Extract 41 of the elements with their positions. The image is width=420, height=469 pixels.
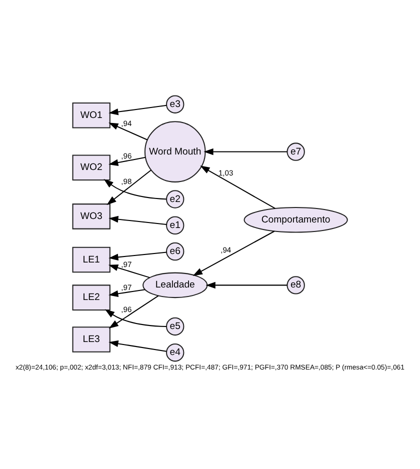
node-box: WO2 [72, 154, 110, 180]
edge-label: ,96 [121, 151, 132, 160]
node-box: WO1 [72, 102, 110, 128]
node-circle: e2 [166, 190, 184, 208]
edge-label: ,98 [121, 176, 132, 186]
edge-label: 1,03 [218, 168, 234, 178]
arrow [104, 308, 166, 327]
arrow [108, 340, 167, 352]
arrow [108, 104, 167, 115]
node-circle: e1 [166, 216, 184, 234]
node-circle: e7 [286, 142, 305, 160]
edge-label: ,94 [220, 245, 232, 254]
arrow [108, 294, 159, 328]
arrow [200, 165, 276, 208]
node-circle: e8 [286, 276, 305, 294]
node-box: LE3 [72, 326, 110, 352]
arrow [108, 288, 145, 296]
arrow [108, 122, 148, 140]
node-circle: e5 [166, 316, 184, 336]
node-box: LE1 [72, 246, 110, 272]
arrow [104, 178, 166, 200]
arrow [204, 148, 288, 155]
arrow [108, 215, 167, 225]
arrow [192, 230, 275, 276]
node-ellipse: Lealdade [142, 272, 208, 298]
node-circle: e3 [166, 94, 184, 113]
edge-label: ,97 [121, 260, 132, 269]
edge-label: ,94 [121, 118, 132, 128]
arrow [106, 169, 152, 204]
node-circle: e6 [166, 242, 184, 260]
node-box: LE2 [72, 284, 110, 310]
node-box: WO3 [72, 203, 110, 229]
arrow [108, 264, 150, 278]
node-ellipse: Comportamento [244, 206, 348, 232]
arrow [206, 281, 288, 288]
node-circle: e4 [166, 342, 184, 362]
edge-label: ,97 [121, 282, 132, 292]
arrow [108, 251, 167, 260]
edge-label: ,96 [121, 304, 132, 314]
arrow [108, 156, 146, 166]
node-circle: Word Mouth [144, 120, 206, 182]
